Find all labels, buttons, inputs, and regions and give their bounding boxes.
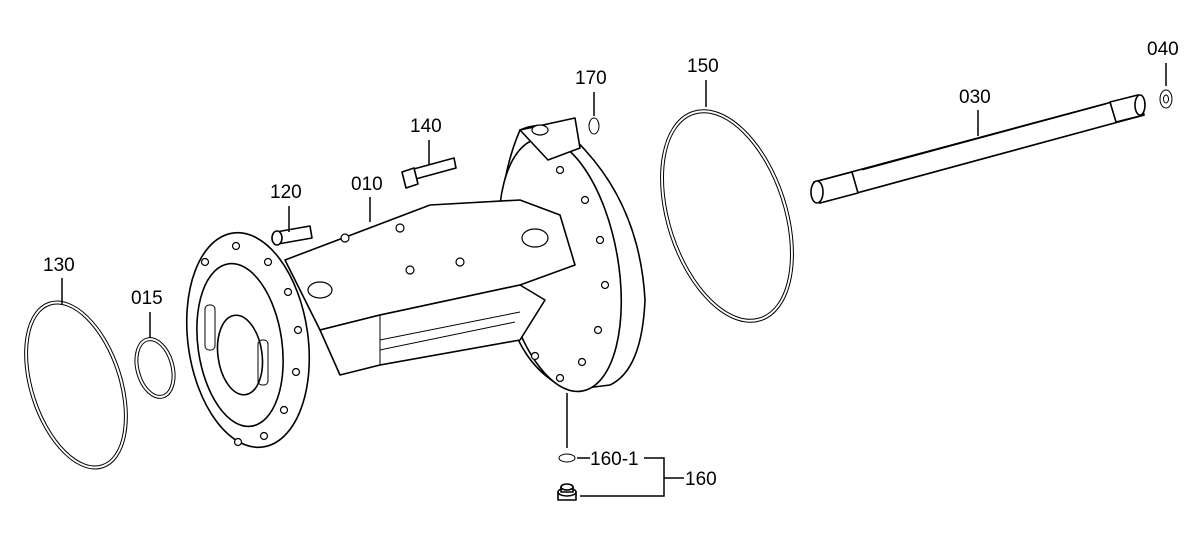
part-015-o-ring — [134, 337, 176, 399]
label-120: 120 — [270, 182, 302, 203]
part-030-drive-shaft — [810, 94, 1146, 204]
label-170: 170 — [575, 68, 607, 89]
label-030: 030 — [959, 87, 991, 108]
part-010-axle-housing — [185, 117, 646, 449]
label-140: 140 — [410, 116, 442, 137]
part-140-bolt — [401, 157, 457, 189]
label-150: 150 — [687, 56, 719, 77]
part-130-seal-ring — [24, 300, 128, 470]
part-170-o-ring — [588, 117, 600, 135]
part-150-seal-ring — [660, 109, 794, 323]
part-160-1-seal-ring — [558, 453, 576, 463]
label-130: 130 — [43, 255, 75, 276]
part-120-bolt — [271, 225, 313, 246]
label-160: 160 — [685, 469, 717, 490]
leader-160-bracket — [580, 457, 665, 497]
label-010: 010 — [351, 174, 383, 195]
part-040-washer — [1159, 89, 1173, 109]
label-040: 040 — [1147, 39, 1179, 60]
label-015: 015 — [131, 288, 163, 309]
label-160-1: 160-1 — [590, 449, 639, 470]
part-160-plug — [557, 483, 577, 501]
